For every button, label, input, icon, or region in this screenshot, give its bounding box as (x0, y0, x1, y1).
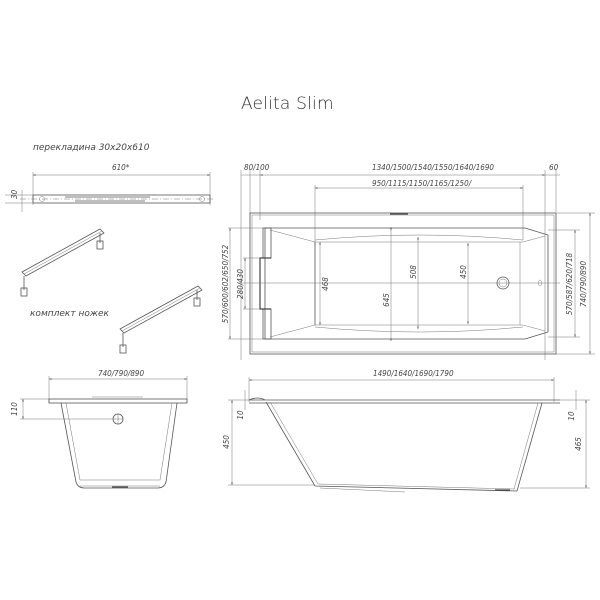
bottom-length-dim: 950/1115/1150/1165/1250/ (372, 179, 473, 188)
legs-drawing: комплект ножек (20, 228, 203, 354)
overall-width-dim: 740/790/890 (579, 261, 588, 307)
overall-inner-length-dim: 1340/1500/1540/1550/1640/1690 (372, 163, 494, 172)
side-view-drawing: 1490/1640/1690/1790 450 10 465 10 (222, 369, 590, 493)
end-view-drawing: 740/790/890 110 (10, 369, 188, 489)
crossbar-label: перекладина 30х20х610 (33, 143, 150, 153)
product-title: Aelita Slim (241, 94, 334, 114)
headrest-width-dim: 280/430 (236, 269, 245, 299)
legs-label: комплект ножек (30, 309, 109, 319)
depth-645-dim: 645 (382, 293, 391, 307)
top-view-drawing: 80/100 1340/1500/1540/1550/1640/1690 60 … (221, 163, 595, 360)
crossbar-height-dim: 30 (10, 189, 19, 199)
crossbar-length-dim: 610* (112, 163, 130, 172)
depth-450-dim: 450 (459, 265, 468, 279)
left-margin-dim: 80/100 (244, 163, 270, 172)
side-height-right-dim: 465 (574, 437, 583, 451)
end-width-dim: 740/790/890 (98, 369, 144, 378)
left-width-dim: 570/600/602/650/752 (221, 244, 230, 323)
rim-right-dim: 10 (567, 411, 576, 421)
depth-468-dim: 468 (321, 277, 330, 291)
depth-508-dim: 508 (409, 265, 418, 279)
side-length-dim: 1490/1640/1690/1790 (373, 369, 454, 378)
side-height-left-dim: 450 (222, 435, 231, 449)
right-margin-dim: 60 (549, 163, 559, 172)
rim-left-dim: 10 (236, 410, 245, 420)
right-inner-width-dim: 570/587/620/718 (565, 252, 574, 315)
drain-height-dim: 110 (10, 402, 19, 416)
crossbar-drawing: перекладина 30х20х610 610* 30 (5, 143, 215, 212)
